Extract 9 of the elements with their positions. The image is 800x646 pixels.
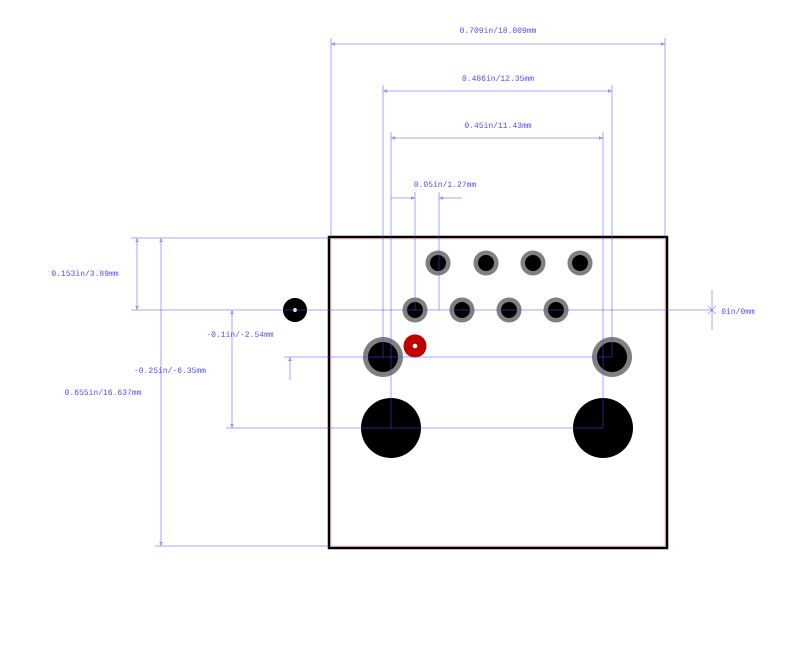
dimension-label: 0in/0mm xyxy=(722,308,754,314)
dimension-label: 0.153in/3.89mm xyxy=(52,270,118,276)
dimension-label: 0.486in/12.35mm xyxy=(462,75,534,81)
dimension-label: 0.45in/11.43mm xyxy=(464,122,532,128)
dimension-label: -0.1in/-2.54mm xyxy=(208,331,274,337)
dimension-label: -0.25in/-6.35mm xyxy=(135,367,206,373)
dimension-label: 0.05in/1.27mm xyxy=(414,181,476,187)
dimension-label: 0.709in/18.009mm xyxy=(460,27,536,33)
dimension-label: 0.655in/16.637mm xyxy=(65,389,141,395)
